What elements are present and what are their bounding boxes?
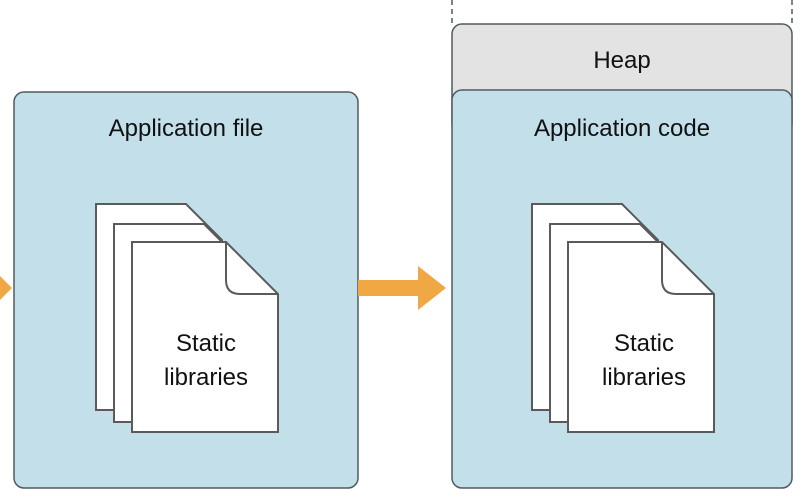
page-fold (661, 242, 714, 295)
document-icon (131, 241, 279, 433)
application-file-title: Application file (108, 115, 264, 142)
static-libraries-stack-right (531, 203, 715, 433)
static-libraries-label-right: Static libraries (574, 327, 714, 395)
static-libraries-label-line1: Static (613, 330, 675, 357)
static-libraries-stack-left (95, 203, 279, 433)
static-libraries-label-line2: libraries (601, 364, 687, 391)
static-libraries-label-left: Static libraries (136, 327, 276, 395)
static-libraries-label-line2: libraries (163, 364, 249, 391)
static-libraries-label-line1: Static (175, 330, 237, 357)
page-fold (225, 242, 278, 295)
load-arrow (358, 266, 446, 310)
heap-label: Heap (593, 47, 651, 74)
incoming-arrow (0, 276, 12, 300)
document-icon (567, 241, 715, 433)
application-code-title: Application code (533, 115, 711, 142)
